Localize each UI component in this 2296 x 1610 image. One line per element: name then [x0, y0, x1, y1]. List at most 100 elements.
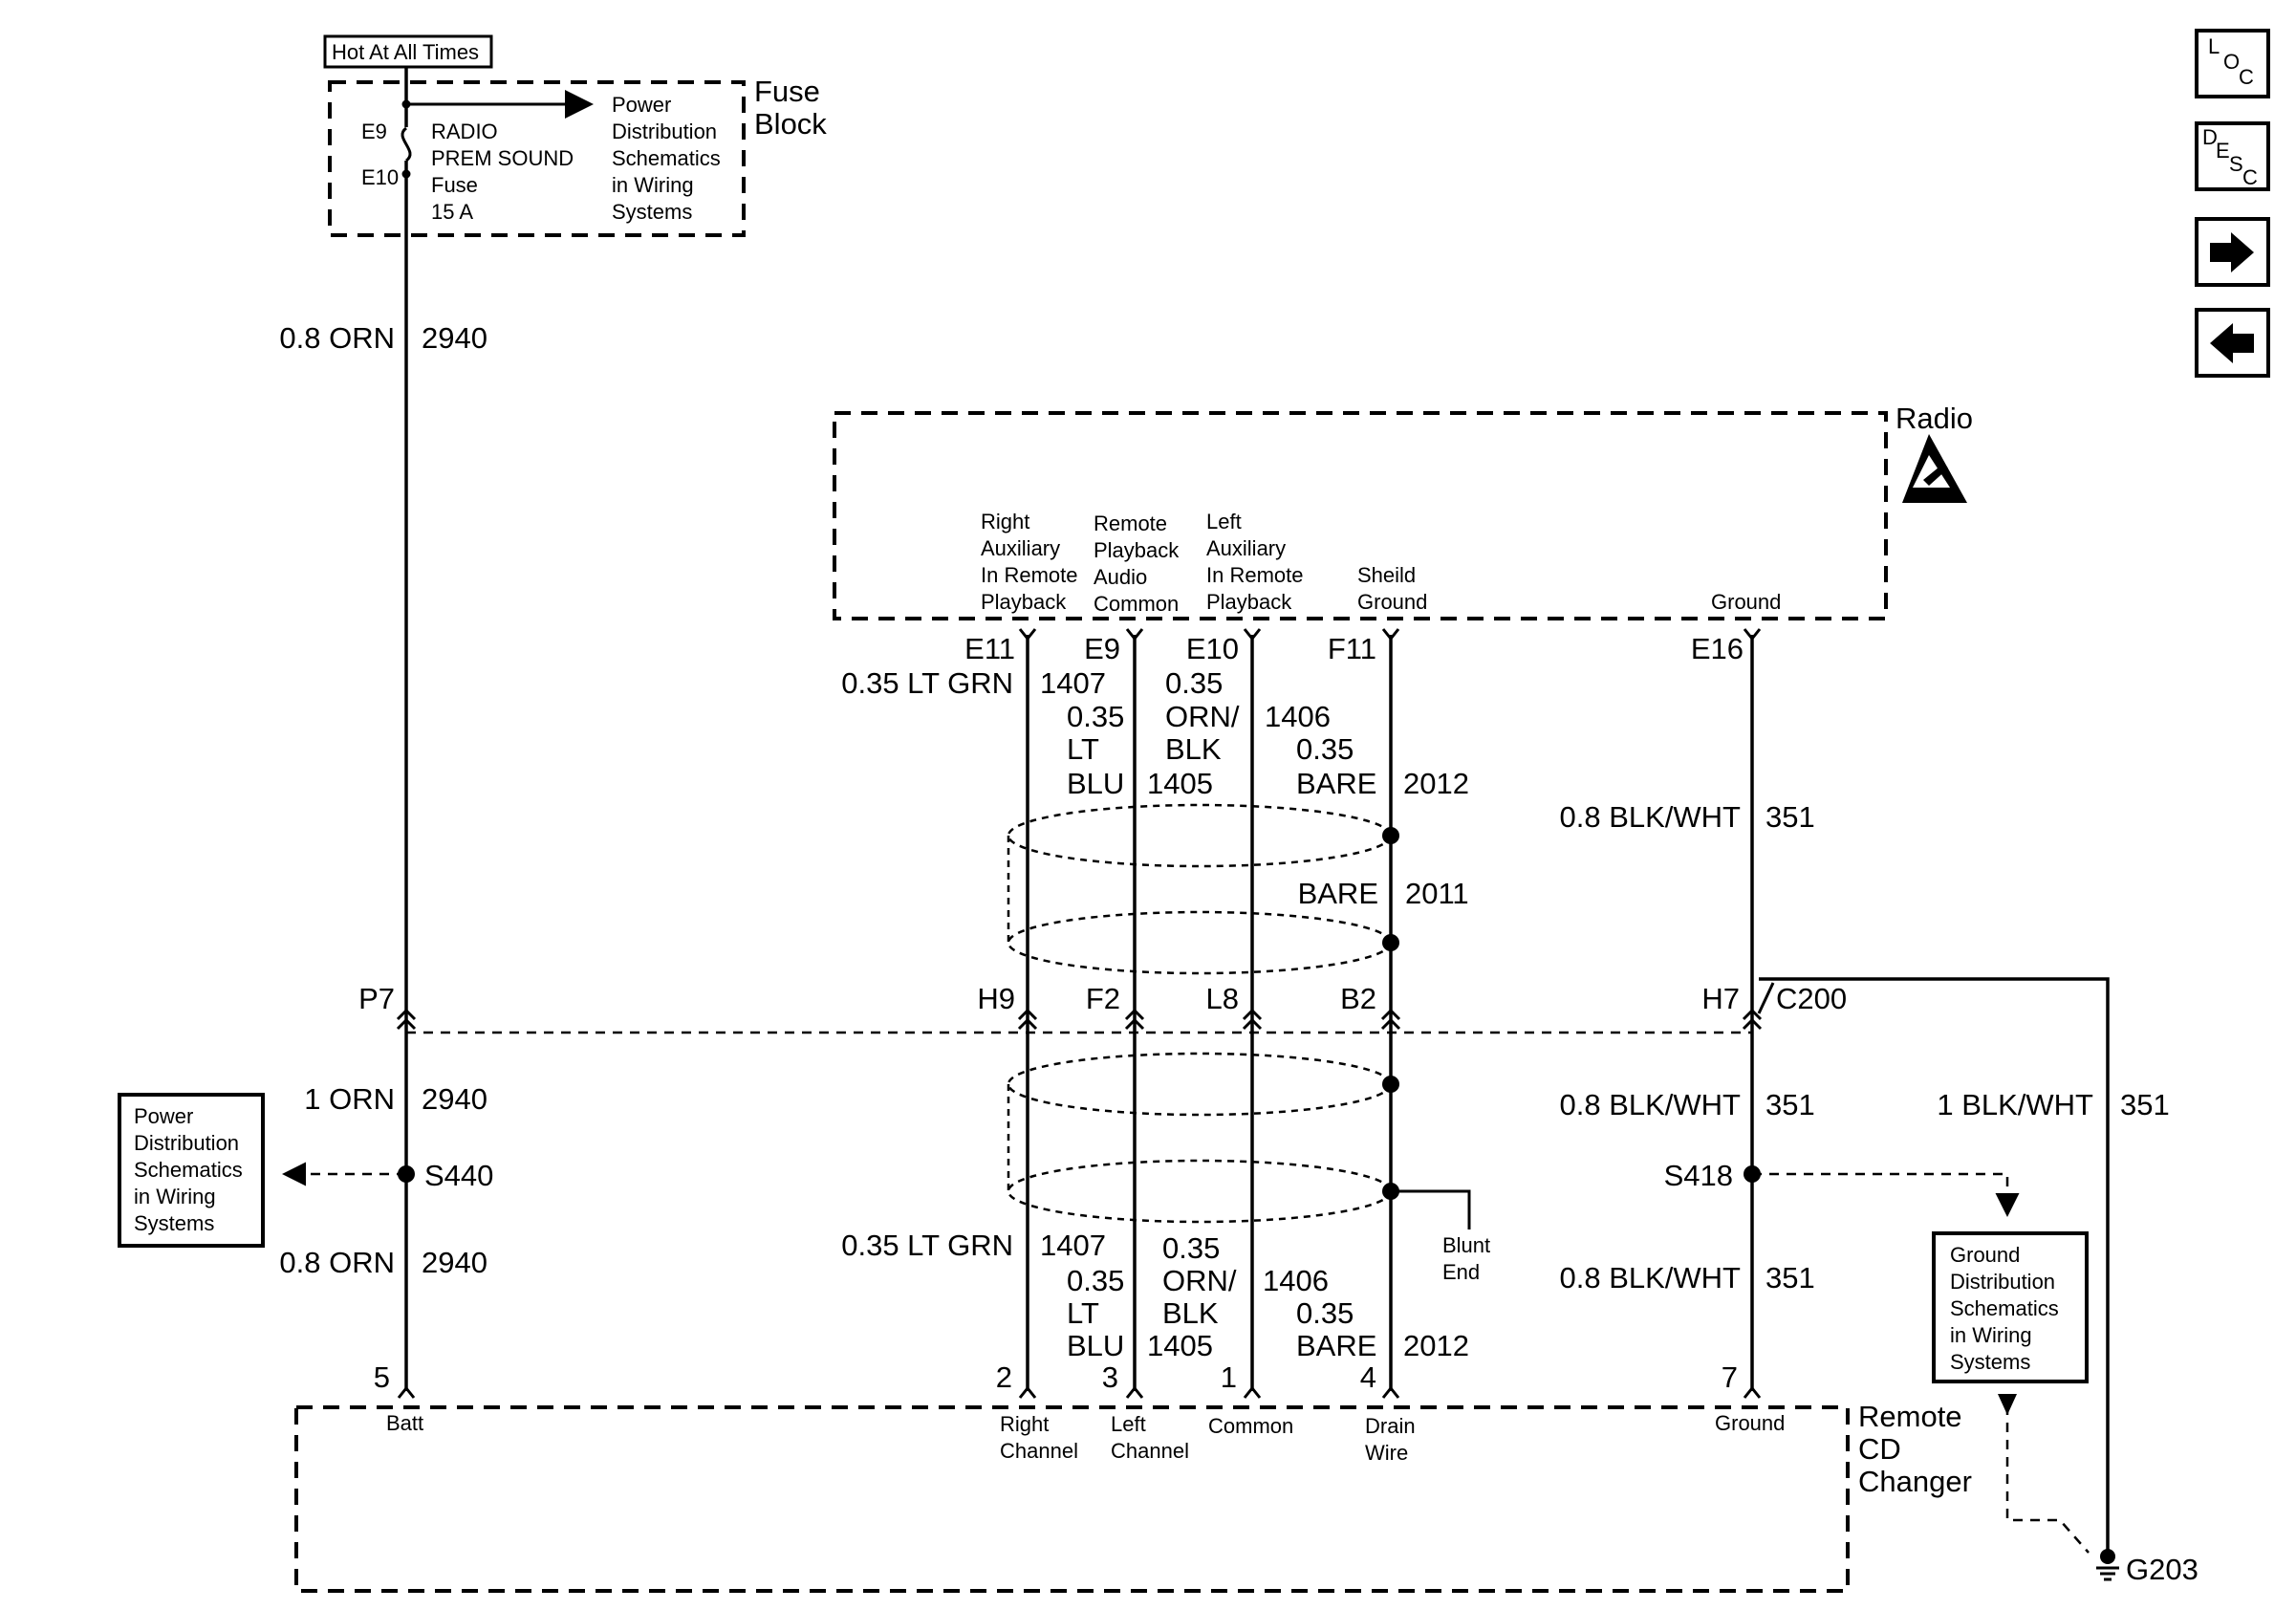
splice-s440: S440 [424, 1159, 493, 1192]
fuse-text-3: Fuse [431, 173, 478, 197]
c200-pin-h7: H7 [1701, 982, 1740, 1015]
radio-left-aux-2: Auxiliary [1206, 536, 1286, 560]
radio-right-aux-1: Right [981, 510, 1029, 533]
c200-pin-l8: L8 [1206, 982, 1239, 1015]
lower-shield: Blunt End [1007, 1052, 1490, 1284]
lower-bare-1: 0.35 [1296, 1296, 1354, 1330]
fuse-icon [401, 126, 412, 163]
lower-ground-a-circuit: 351 [1765, 1088, 1815, 1121]
radio-common-1: Remote [1094, 511, 1167, 535]
lower-feed-a-circuit: 2940 [422, 1082, 487, 1116]
cd-label-ground: Ground [1715, 1411, 1785, 1435]
power-splice: 1 ORN 2940 S440 Power Distribution Schem… [118, 1082, 493, 1279]
cd-pin-3: 3 [1102, 1360, 1118, 1394]
cd-label-common: Common [1208, 1414, 1293, 1438]
cd-changer-name-3: Changer [1858, 1465, 1972, 1498]
upper-shield [1007, 803, 1399, 975]
upper-lt-blu-circuit: 1405 [1147, 767, 1213, 800]
lower-orn-blk-2: ORN/ [1162, 1264, 1237, 1297]
ground-symbol-icon [2096, 1566, 2119, 1581]
upper-orn-blk-3: BLK [1165, 732, 1222, 766]
arrow-left-icon [2210, 323, 2254, 363]
fuse-block-name-1: Fuse [754, 75, 820, 108]
upper-orn-blk-circuit: 1406 [1265, 700, 1331, 733]
lower-ground-b-size: 0.8 BLK/WHT [1560, 1261, 1742, 1295]
lower-feed-a-size: 1 ORN [304, 1082, 395, 1116]
nav-loc-c: C [2239, 65, 2254, 89]
upper-orn-blk-1: 0.35 [1165, 666, 1223, 700]
radio-pin-e11: E11 [964, 632, 1015, 665]
location-button[interactable]: L O C [2195, 29, 2270, 98]
fuse-text-4: 15 A [431, 200, 473, 224]
fuse-block-name-2: Block [754, 107, 827, 141]
fuse-in-pin: E9 [361, 120, 387, 143]
fuse-out-pin: E10 [361, 165, 399, 189]
cd-pin-7: 7 [1722, 1360, 1738, 1394]
radio-shield-2: Ground [1357, 590, 1427, 614]
ground-strap-circuit: 351 [2120, 1088, 2170, 1121]
upper-lt-blu-2: LT [1067, 732, 1099, 766]
lower-orn-blk-1: 0.35 [1162, 1231, 1220, 1265]
upper-ground-circuit: 351 [1765, 800, 1815, 834]
radio-right-aux-3: In Remote [981, 563, 1078, 587]
s440-ref-2: Distribution [134, 1131, 239, 1155]
ground-strap-size: 1 BLK/WHT [1937, 1088, 2093, 1121]
ground-ref-5: Systems [1950, 1350, 2030, 1374]
radio-right-aux-2: Auxiliary [981, 536, 1060, 560]
ground-circuit: 0.8 BLK/WHT 351 S418 0.8 BLK/WHT 351 Gro… [1560, 977, 2199, 1586]
upper-lt-grn-circuit: 1407 [1040, 666, 1106, 700]
lower-lt-grn-size: 0.35 LT GRN [841, 1229, 1013, 1262]
radio-left-aux-1: Left [1206, 510, 1242, 533]
radio-common-3: Audio [1094, 565, 1147, 589]
radio-pin-f11: F11 [1328, 632, 1376, 665]
esd-warning-icon [1902, 434, 1967, 503]
s440-ref-4: in Wiring [134, 1185, 216, 1208]
radio-pin-e16: E16 [1691, 632, 1744, 665]
power-feed-wire: 0.8 ORN 2940 [279, 191, 487, 1391]
radio-pin-e9: E9 [1084, 632, 1120, 665]
fuse-power-ref-5: Systems [612, 200, 692, 224]
s440-ref-1: Power [134, 1104, 193, 1128]
lower-lt-blu-circuit: 1405 [1147, 1329, 1213, 1362]
radio: Radio Right Auxiliary In Remote Playback… [833, 402, 1973, 665]
cd-pin-1: 1 [1221, 1360, 1237, 1394]
s440-ref-3: Schematics [134, 1158, 243, 1182]
nav-desc-c: C [2242, 165, 2258, 189]
signal-wires [1018, 628, 1762, 1391]
fuse-power-ref-1: Power [612, 93, 671, 117]
cd-label-right-2: Channel [1000, 1439, 1078, 1463]
upper-bare-2: BARE [1296, 767, 1376, 800]
blunt-end-2: End [1442, 1260, 1480, 1284]
radio-ground-label: Ground [1711, 590, 1781, 614]
lower-wire-labels: 0.35 LT GRN 1407 0.35 LT BLU 1405 0.35 O… [841, 1229, 1469, 1362]
upper-drain-size: BARE [1298, 877, 1378, 910]
cd-label-left-1: Left [1111, 1412, 1146, 1436]
c200-pin-f2: F2 [1086, 982, 1120, 1015]
lower-orn-blk-circuit: 1406 [1263, 1264, 1329, 1297]
upper-wire-labels: 0.35 LT GRN 1407 0.35 LT BLU 1405 0.35 O… [841, 666, 1815, 910]
radio-common-2: Playback [1094, 538, 1180, 562]
upper-orn-blk-2: ORN/ [1165, 700, 1240, 733]
ground-ref-4: in Wiring [1950, 1323, 2032, 1347]
description-button[interactable]: D E S C [2195, 121, 2270, 191]
blunt-end-1: Blunt [1442, 1233, 1490, 1257]
cd-pin-2: 2 [996, 1360, 1012, 1394]
lower-lt-blu-1: 0.35 [1067, 1264, 1124, 1297]
fuse-power-ref-3: Schematics [612, 146, 721, 170]
upper-ground-size: 0.8 BLK/WHT [1560, 800, 1742, 834]
lower-lt-blu-3: BLU [1067, 1329, 1124, 1362]
lower-feed-b-size: 0.8 ORN [279, 1246, 395, 1279]
c200-connector: P7 H9 F2 L8 B2 H7 C200 [358, 982, 1847, 1034]
next-page-button[interactable] [2195, 217, 2270, 287]
hot-at-all-times-label: Hot At All Times [332, 40, 479, 64]
cd-label-right-1: Right [1000, 1412, 1049, 1436]
upper-lt-blu-1: 0.35 [1067, 700, 1124, 733]
c200-name: C200 [1776, 982, 1847, 1015]
previous-page-button[interactable] [2195, 308, 2270, 378]
fuse-power-ref-2: Distribution [612, 120, 717, 143]
cd-pin-4: 4 [1360, 1360, 1376, 1394]
ground-ref-1: Ground [1950, 1243, 2020, 1267]
c200-pin-p7: P7 [358, 982, 395, 1015]
radio-left-aux-3: In Remote [1206, 563, 1304, 587]
